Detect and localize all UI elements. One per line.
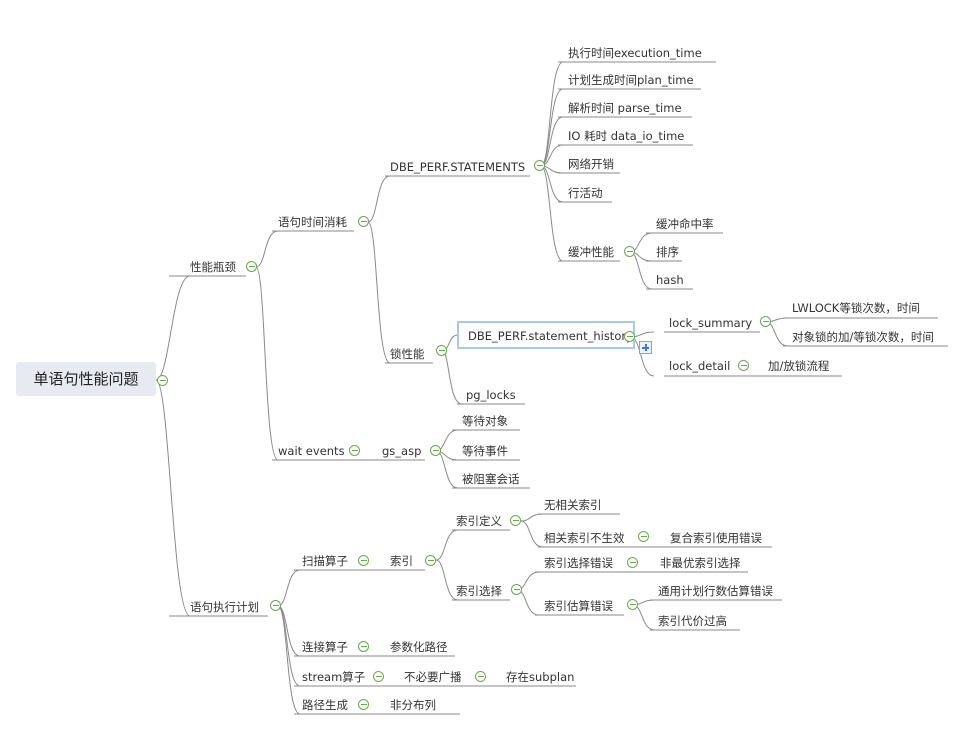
topic-index-estimate-err[interactable]: 索引估算错误 [544, 599, 613, 613]
topic-parse-time[interactable]: 解析时间 parse_time [568, 101, 682, 115]
topic-no-broadcast[interactable]: 不必要广播 [404, 670, 462, 684]
collapse-toggle-icon[interactable] [358, 216, 369, 227]
collapse-toggle-icon[interactable] [358, 641, 369, 652]
topic-perf-bottleneck[interactable]: 性能瓶颈 [190, 260, 236, 274]
topic-io-time[interactable]: IO 耗时 data_io_time [568, 129, 685, 143]
topic-composite-index[interactable]: 复合索引使用错误 [670, 531, 762, 545]
collapse-toggle-icon[interactable] [475, 671, 486, 682]
collapse-toggle-icon[interactable] [430, 445, 441, 456]
topic-path-gen[interactable]: 路径生成 [302, 698, 348, 712]
topic-statement-history[interactable]: DBE_PERF.statement_history [468, 329, 633, 343]
add-topic-plus-icon[interactable] [639, 341, 652, 354]
collapse-toggle-icon[interactable] [358, 699, 369, 710]
collapse-toggle-icon[interactable] [624, 331, 635, 342]
collapse-toggle-icon[interactable] [358, 555, 369, 566]
topic-execution-time[interactable]: 执行时间execution_time [568, 46, 702, 60]
topic-no-index[interactable]: 无相关索引 [544, 498, 602, 512]
topic-dbe-statements[interactable]: DBE_PERF.STATEMENTS [390, 160, 526, 174]
topic-index-cost-high[interactable]: 索引代价过高 [658, 614, 727, 628]
selected-topic-frame[interactable] [457, 321, 635, 349]
collapse-toggle-icon[interactable] [624, 246, 635, 257]
collapse-toggle-icon[interactable] [349, 445, 360, 456]
collapse-toggle-icon[interactable] [534, 160, 545, 171]
topic-lock-detail[interactable]: lock_detail [669, 359, 731, 373]
topic-join-op[interactable]: 连接算子 [302, 640, 348, 654]
collapse-toggle-icon[interactable] [627, 557, 638, 568]
collapse-toggle-icon[interactable] [373, 671, 384, 682]
collapse-toggle-icon[interactable] [738, 360, 749, 371]
topic-row-activity[interactable]: 行活动 [568, 186, 603, 200]
topic-wait-event[interactable]: 等待事件 [462, 444, 508, 458]
collapse-toggle-icon[interactable] [270, 600, 281, 611]
topic-exec-plan[interactable]: 语句执行计划 [190, 600, 259, 614]
topic-sort[interactable]: 排序 [656, 245, 679, 259]
topic-hash[interactable]: hash [656, 273, 684, 287]
root-topic[interactable]: 单语句性能问题 [16, 362, 156, 396]
collapse-toggle-icon[interactable] [638, 531, 649, 542]
collapse-toggle-icon[interactable] [760, 316, 771, 327]
topic-stream-op[interactable]: stream算子 [302, 670, 366, 684]
topic-index-select-err[interactable]: 索引选择错误 [544, 556, 613, 570]
topic-plan-time[interactable]: 计划生成时间plan_time [568, 73, 694, 87]
topic-index-invalid[interactable]: 相关索引不生效 [544, 531, 625, 545]
topic-gs-asp[interactable]: gs_asp [382, 444, 422, 458]
collapse-toggle-icon[interactable] [627, 599, 638, 610]
topic-non-optimal[interactable]: 非最优索引选择 [660, 556, 741, 570]
topic-lock-perf[interactable]: 锁性能 [390, 347, 425, 361]
topic-wait-object[interactable]: 等待对象 [462, 414, 508, 428]
topic-index-def[interactable]: 索引定义 [456, 514, 502, 528]
collapse-toggle-icon[interactable] [425, 555, 436, 566]
collapse-toggle-icon[interactable] [511, 584, 522, 595]
topic-lwlock[interactable]: LWLOCK等锁次数，时间 [792, 301, 920, 315]
topic-general-plan[interactable]: 通用计划行数估算错误 [658, 584, 773, 598]
topic-scan-op[interactable]: 扫描算子 [302, 554, 348, 568]
topic-lock-flow[interactable]: 加/放锁流程 [768, 359, 830, 373]
collapse-toggle-icon[interactable] [157, 375, 168, 386]
topic-object-lock[interactable]: 对象锁的加/等锁次数，时间 [792, 330, 934, 344]
collapse-toggle-icon[interactable] [246, 261, 257, 272]
topic-param-path[interactable]: 参数化路径 [390, 640, 448, 654]
topic-stmt-time[interactable]: 语句时间消耗 [278, 215, 347, 229]
topic-network[interactable]: 网络开销 [568, 157, 614, 171]
collapse-toggle-icon[interactable] [510, 515, 521, 526]
topic-index[interactable]: 索引 [390, 554, 413, 568]
topic-subplan[interactable]: 存在subplan [506, 670, 575, 684]
topic-index-select[interactable]: 索引选择 [456, 584, 502, 598]
topic-blocked-session[interactable]: 被阻塞会话 [462, 472, 520, 486]
topic-buffer-hit[interactable]: 缓冲命中率 [656, 217, 714, 231]
topic-buffer-perf[interactable]: 缓冲性能 [568, 245, 614, 259]
topic-non-distributed[interactable]: 非分布列 [390, 698, 436, 712]
topic-pg-locks[interactable]: pg_locks [466, 388, 516, 402]
topic-wait-events[interactable]: wait events [278, 444, 345, 458]
collapse-toggle-icon[interactable] [436, 345, 447, 356]
topic-lock-summary[interactable]: lock_summary [669, 316, 753, 330]
